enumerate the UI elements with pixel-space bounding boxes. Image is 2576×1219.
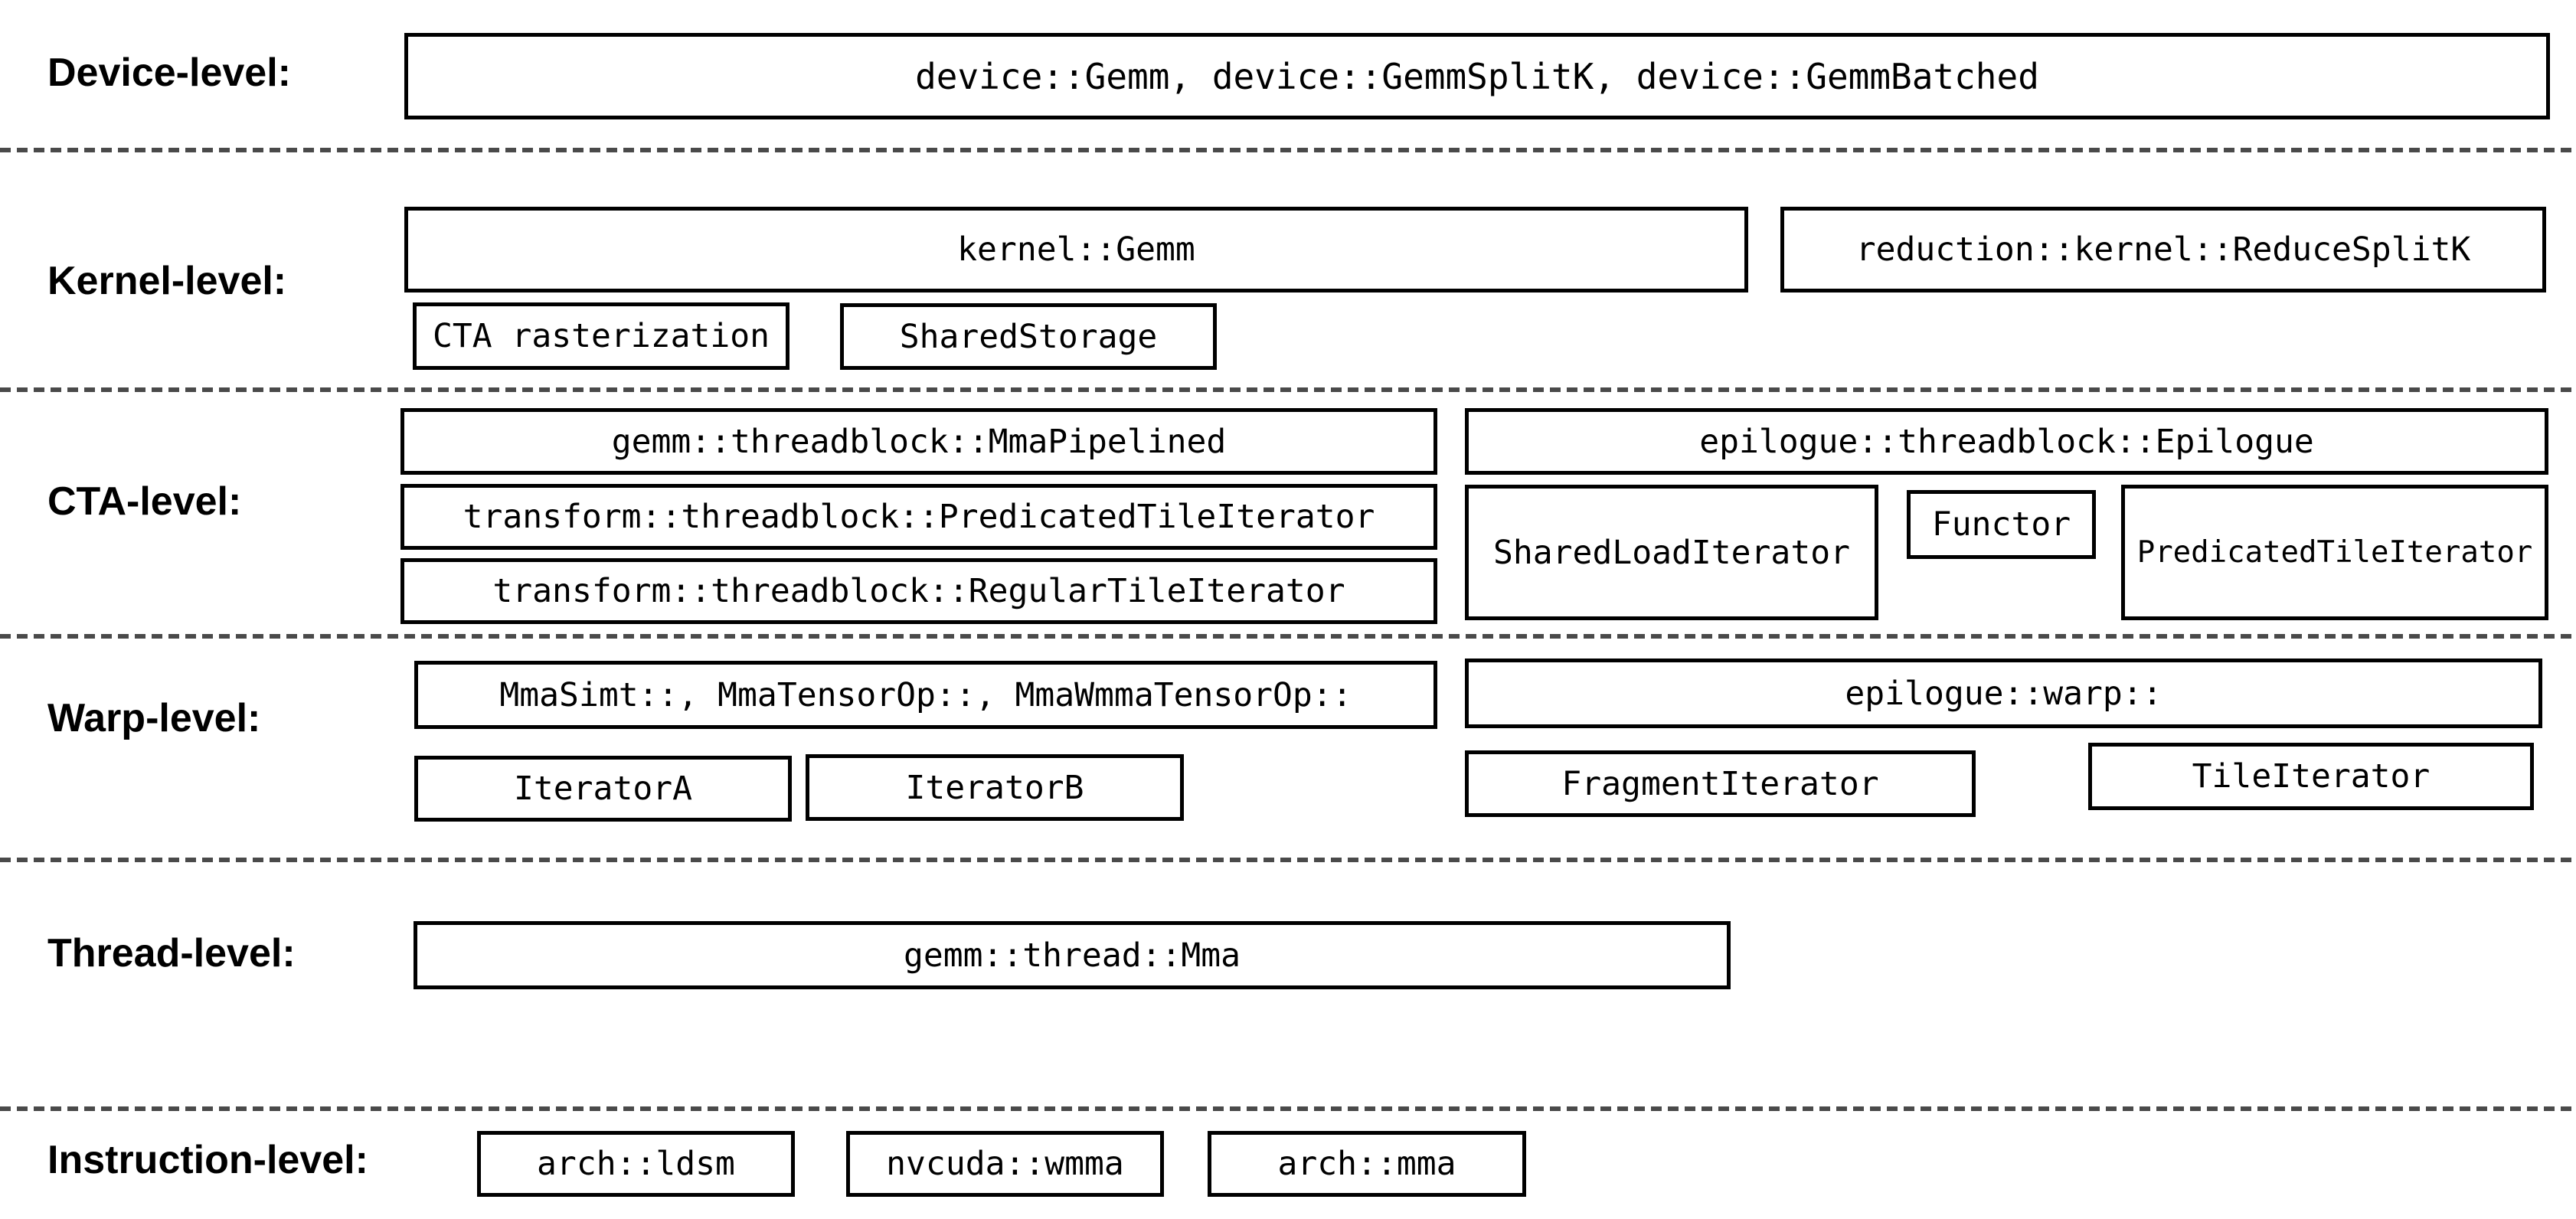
box-shared-load-iterator: SharedLoadIterator <box>1465 485 1878 620</box>
level-label-warp: Warp-level: <box>47 696 261 740</box>
dashed-separator-thread-instruction <box>0 1106 2576 1111</box>
box-epilogue-threadblock: epilogue::threadblock::Epilogue <box>1465 408 2548 475</box>
box-iterator-b: IteratorB <box>806 754 1184 821</box>
box-device-gemm: device::Gemm, device::GemmSplitK, device… <box>404 33 2550 119</box>
box-fragment-iterator: FragmentIterator <box>1465 750 1976 817</box>
dashed-separator-cta-warp <box>0 634 2576 639</box>
dashed-separator-warp-thread <box>0 858 2576 862</box>
box-iterator-a: IteratorA <box>414 756 792 822</box>
level-label-kernel: Kernel-level: <box>47 259 287 303</box>
box-warp-mma-variants: MmaSimt::, MmaTensorOp::, MmaWmmaTensorO… <box>414 661 1437 729</box>
dashed-separator-device-kernel <box>0 148 2576 152</box>
level-label-thread: Thread-level: <box>47 931 296 976</box>
box-nvcuda-wmma: nvcuda::wmma <box>846 1131 1164 1197</box>
box-arch-mma: arch::mma <box>1208 1131 1526 1197</box>
box-reduce-split-k: reduction::kernel::ReduceSplitK <box>1780 207 2546 292</box>
box-tile-iterator: TileIterator <box>2088 743 2534 810</box>
level-label-cta: CTA-level: <box>47 479 242 524</box>
dashed-separator-kernel-cta <box>0 387 2576 392</box>
box-epilogue-warp: epilogue::warp:: <box>1465 659 2542 728</box>
box-cta-rasterization: CTA rasterization <box>413 302 789 370</box>
box-shared-storage: SharedStorage <box>840 303 1217 370</box>
level-label-device: Device-level: <box>47 51 291 95</box>
box-predicated-tile-iterator-transform: transform::threadblock::PredicatedTileIt… <box>400 484 1437 550</box>
box-thread-mma: gemm::thread::Mma <box>414 921 1731 989</box>
box-predicated-tile-iterator-epilogue: PredicatedTileIterator <box>2121 485 2548 620</box>
level-label-instruction: Instruction-level: <box>47 1138 368 1182</box>
box-functor: Functor <box>1907 490 2096 559</box>
box-regular-tile-iterator: transform::threadblock::RegularTileItera… <box>400 558 1437 624</box>
box-arch-ldsm: arch::ldsm <box>477 1131 795 1197</box>
box-mma-pipelined: gemm::threadblock::MmaPipelined <box>400 408 1437 475</box>
box-kernel-gemm: kernel::Gemm <box>404 207 1748 292</box>
